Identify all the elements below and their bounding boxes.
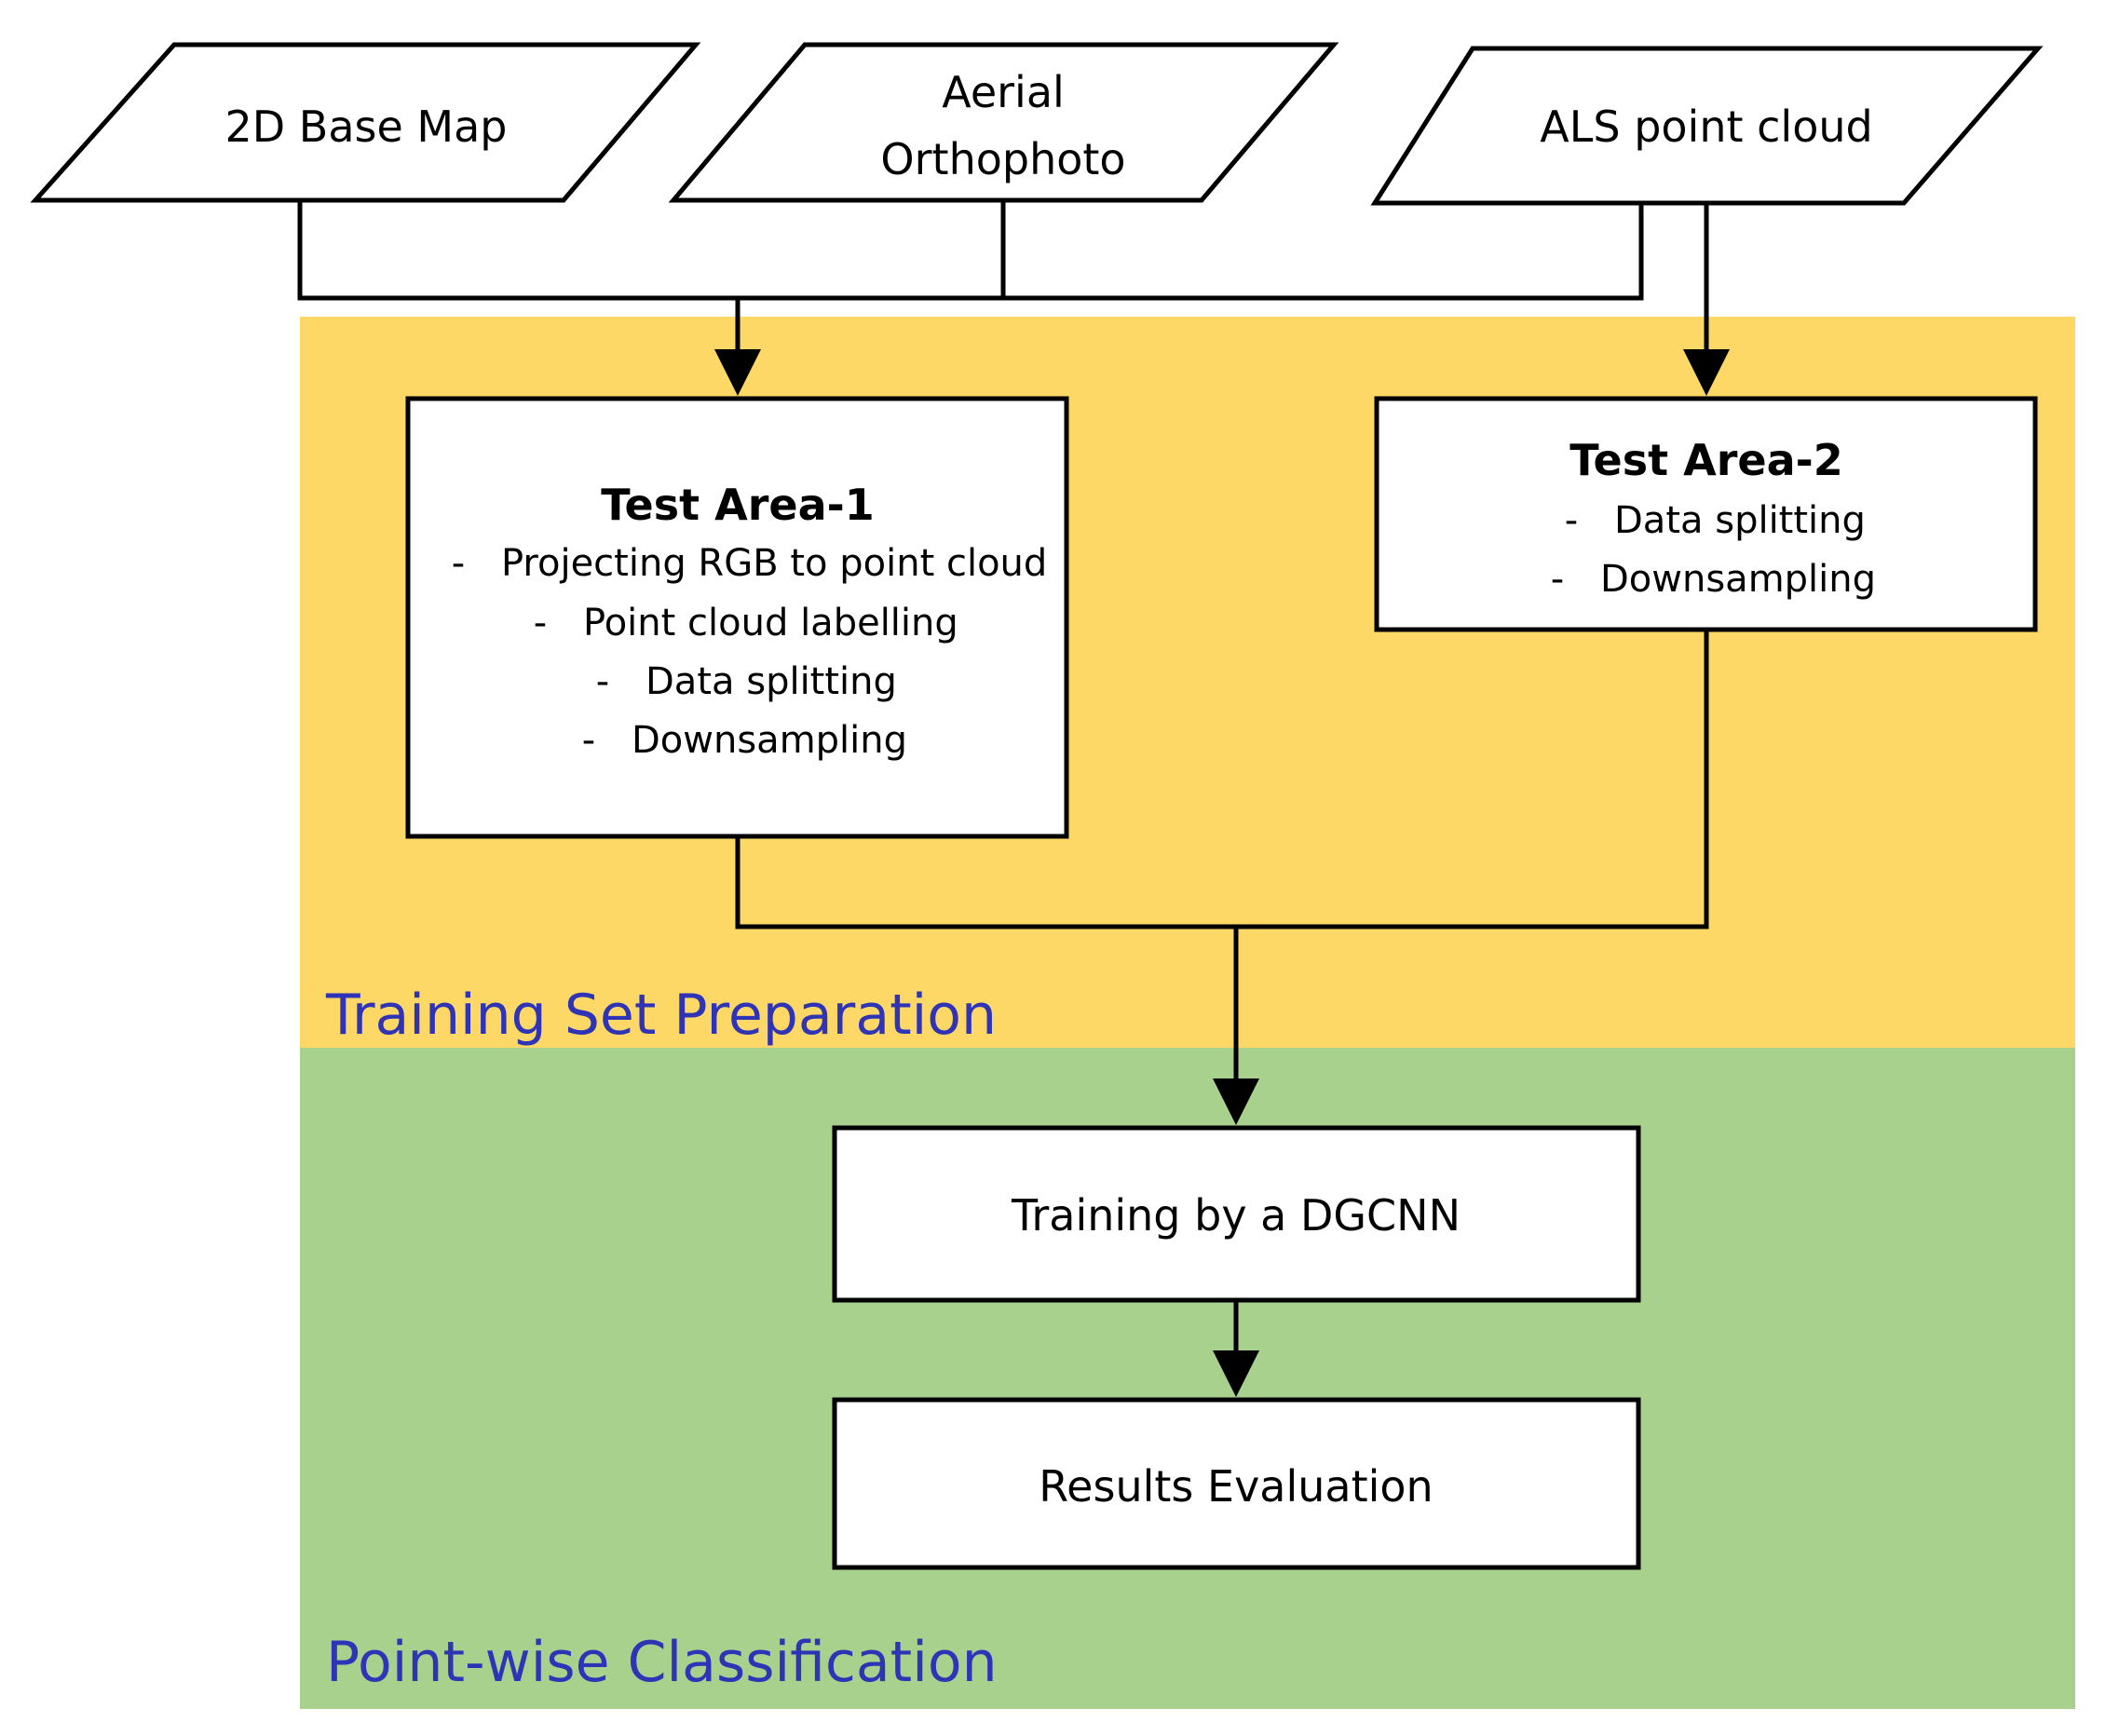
orthophoto-label-line1: Aerial [942, 67, 1065, 117]
test-area-1-bullet-2: Point cloud labelling [583, 602, 958, 644]
merge-connectors [735, 630, 1709, 1125]
orthophoto-label-line2: Orthophoto [880, 134, 1125, 184]
test-area-1-bullet-3-marker: - [596, 660, 609, 703]
test-area-2-box [1374, 396, 2038, 632]
test-area-1-bullet-1-marker: - [452, 542, 465, 585]
test-area-1-box [405, 396, 1069, 839]
point-cloud-input [1370, 46, 2044, 206]
base-map-input [30, 42, 701, 203]
point-cloud-label: ALS point cloud [1540, 102, 1872, 152]
test-area-1-bullet-4: Downsampling [632, 719, 907, 762]
test-area-2-title: Test Area-2 [1569, 435, 1842, 485]
test-area-2-bullet-1: Data splitting [1614, 499, 1866, 542]
base-map-label: 2D Base Map [224, 102, 507, 152]
orthophoto-input [668, 42, 1339, 203]
test-area-1-bullet-2-marker: - [534, 602, 547, 644]
evaluation-step-box [832, 1397, 1641, 1570]
point-wise-classification-label: Point-wise Classification [326, 1630, 998, 1695]
test-area-2-bullet-2-marker: - [1551, 558, 1564, 601]
test-area-2-bullet-2: Downsampling [1600, 558, 1876, 601]
test-area-2-bullet-1-marker: - [1565, 499, 1578, 542]
input-connectors [297, 200, 1730, 396]
training-step-label: Training by a DGCNN [1011, 1190, 1461, 1241]
training-set-preparation-label: Training Set Preparation [325, 983, 997, 1048]
test-area-1-bullet-4-marker: - [582, 719, 595, 762]
test-area-1-bullet-3: Data splitting [645, 660, 897, 703]
test-area-1-bullet-1: Projecting RGB to point cloud [501, 542, 1047, 585]
evaluation-step-label: Results Evaluation [1039, 1461, 1433, 1512]
test-area-1-title: Test Area-1 [601, 480, 874, 530]
training-step-box [832, 1125, 1641, 1303]
